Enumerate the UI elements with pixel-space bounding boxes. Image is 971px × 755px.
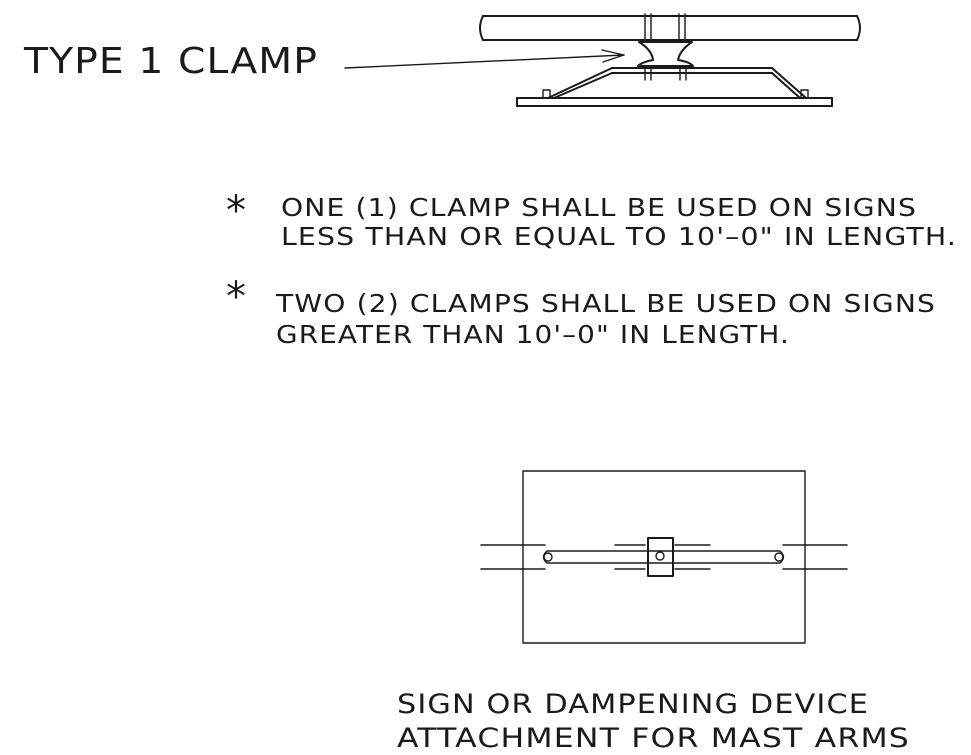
- clamp-leader-arrow: [344, 49, 625, 69]
- attachment-strap: [542, 544, 785, 570]
- caption-line: SIGN OR DAMPENING DEVICE: [397, 689, 869, 720]
- note-bullet-asterisk: *: [226, 274, 247, 320]
- caption-line: ATTACHMENT FOR MAST ARMS: [397, 723, 910, 754]
- note-item: * TWO (2) CLAMPS SHALL BE USED ON SIGNS …: [226, 274, 936, 349]
- mast-arm-pipe: [479, 13, 861, 43]
- sign-bracket: [542, 67, 809, 99]
- clamp-plate: [647, 537, 674, 577]
- note-item: * ONE (1) CLAMP SHALL BE USED ON SIGNS L…: [226, 188, 957, 251]
- note-text-line: GREATER THAN 10'–0" IN LENGTH.: [276, 320, 790, 349]
- note-bullet-asterisk: *: [226, 188, 247, 234]
- clamp-callout-label: TYPE 1 CLAMP: [23, 41, 318, 82]
- sign-panel-outline: [522, 470, 806, 644]
- sign-front-elevation: [480, 470, 848, 644]
- note-text-line: LESS THAN OR EQUAL TO 10'–0" IN LENGTH.: [281, 222, 957, 251]
- note-text-line: ONE (1) CLAMP SHALL BE USED ON SIGNS: [281, 193, 917, 222]
- detail-caption: SIGN OR DAMPENING DEVICE ATTACHMENT FOR …: [397, 689, 910, 754]
- sign-panel-edge: [516, 97, 833, 107]
- mast-arm-lines: [480, 544, 848, 570]
- note-text-line: TWO (2) CLAMPS SHALL BE USED ON SIGNS: [275, 289, 936, 318]
- clamp-side-elevation: [344, 13, 861, 107]
- type-1-clamp: [637, 41, 694, 81]
- notes-block: * ONE (1) CLAMP SHALL BE USED ON SIGNS L…: [226, 188, 957, 349]
